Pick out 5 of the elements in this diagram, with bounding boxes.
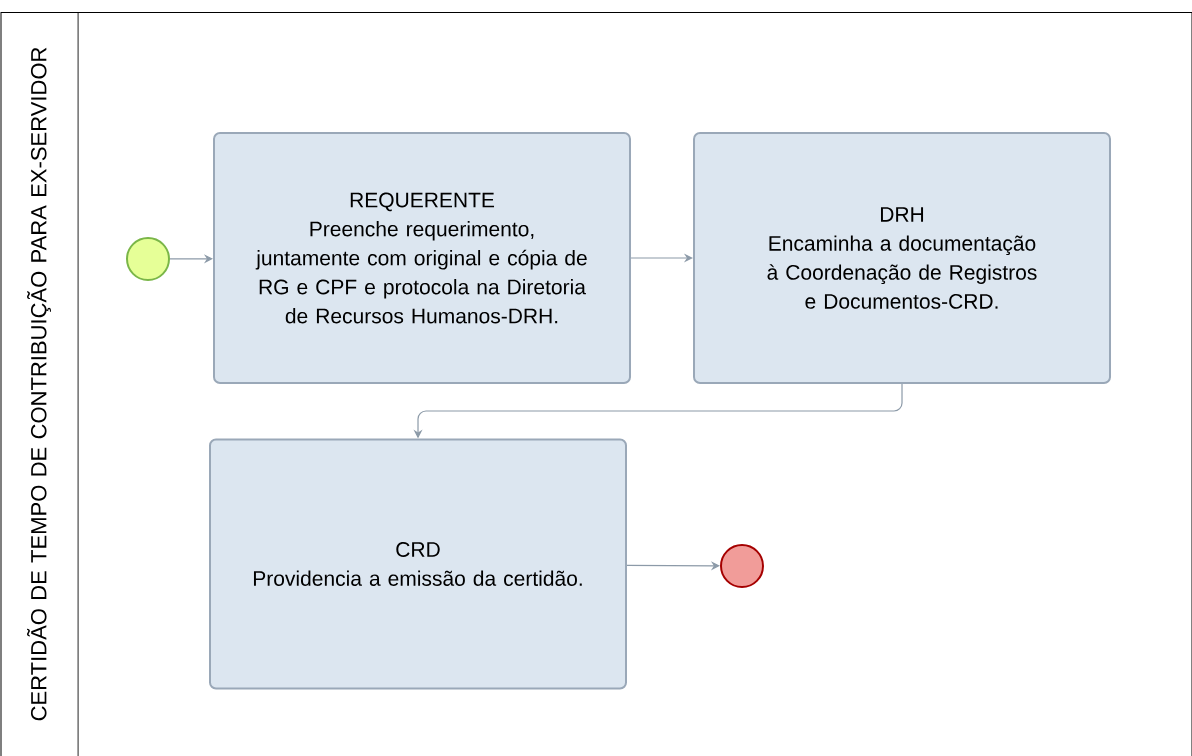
event-circle [720, 544, 764, 588]
task-box: REQUERENTE Preenche requerimento, juntamente com original e cópia de RG e CPF e protocola na Diretoria de Recursos Humanos-DRH. [213, 132, 631, 384]
task-box: CRD Providencia a emissão da certidão. [209, 438, 627, 690]
task-box: DRH Encaminha a documentação à Coordenação de Registros e Documentos-CRD. [693, 132, 1111, 384]
event-circle [126, 237, 170, 281]
